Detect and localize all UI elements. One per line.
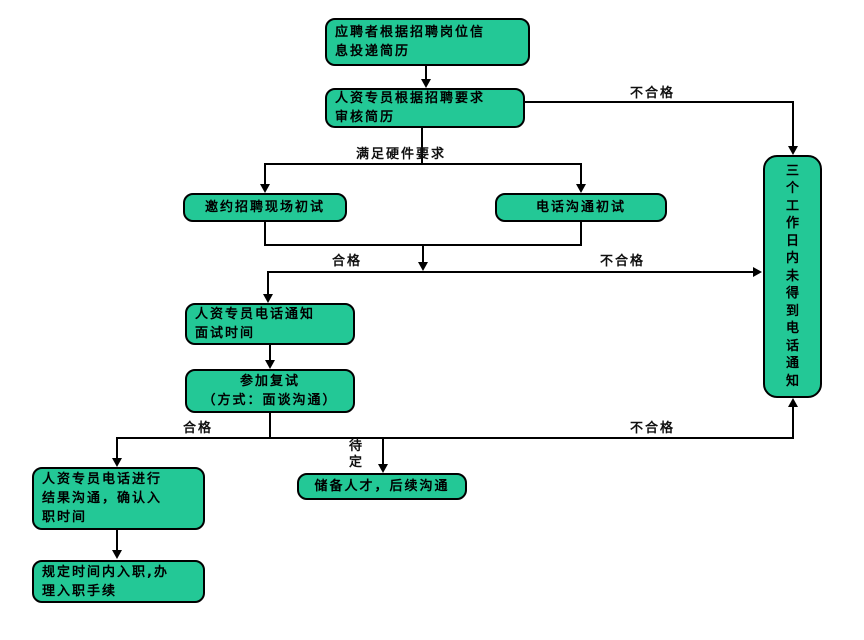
connector-phone-merge (580, 222, 582, 246)
connector-apply-review (425, 66, 427, 80)
node-review-resume-label: 人资专员根据招聘要求 审核简历 (335, 91, 486, 125)
arrowhead-decision1-notify (263, 294, 273, 303)
node-phone-first-interview-label: 电话沟通初试 (535, 200, 626, 215)
edge-label-unqualified-mid: 不合格 (600, 254, 646, 269)
connector-decision1-h (267, 271, 753, 273)
arrowhead-branch-left (260, 184, 270, 193)
connector-second-decision2 (269, 413, 271, 439)
connector-review-branch (421, 128, 423, 165)
edge-label-pending: 待定 (348, 439, 362, 470)
connector-decision2-talent (382, 437, 384, 465)
arrowhead-result-onboard (112, 550, 122, 559)
node-result-communication-label: 人资专员电话进行 结果沟通，确认入 职时间 (42, 472, 163, 525)
node-submit-resume-label: 应聘者根据招聘岗位信 息投递简历 (335, 25, 486, 59)
edge-label-qualified-mid: 合格 (332, 254, 363, 269)
arrowhead-decision2-nonotice (788, 398, 798, 407)
node-no-phone-notice-label: 三个工作日内未得到电话通知 (785, 163, 799, 389)
connector-decision2-nonotice (792, 406, 794, 439)
edge-label-unqualified-top: 不合格 (630, 86, 676, 101)
arrowhead-branch-right (576, 184, 586, 193)
edge-label-qualified-bottom: 合格 (183, 421, 214, 436)
node-second-interview: 参加复试 （方式：面谈沟通） (185, 369, 355, 413)
node-talent-pool-label: 储备人才，后续沟通 (314, 479, 450, 494)
connector-branch-top (264, 163, 582, 165)
node-onsite-first-interview: 邀约招聘现场初试 (183, 193, 347, 222)
arrowhead-decision2-result (112, 458, 122, 467)
arrowhead-apply-review (421, 79, 431, 88)
node-onboarding: 规定时间内入职,办 理入职手续 (32, 560, 205, 603)
edge-label-meets-requirements: 满足硬件要求 (356, 147, 447, 162)
connector-merge-h (264, 244, 582, 246)
arrowhead-decision1-nonotice (753, 267, 762, 277)
edge-label-unqualified-bottom: 不合格 (630, 421, 676, 436)
arrowhead-merge-down (418, 262, 428, 271)
connector-branch-left (264, 163, 266, 184)
node-review-resume: 人资专员根据招聘要求 审核简历 (325, 88, 525, 128)
node-no-phone-notice: 三个工作日内未得到电话通知 (763, 155, 822, 398)
node-onsite-first-interview-label: 邀约招聘现场初试 (204, 200, 325, 215)
connector-notify-second (269, 345, 271, 361)
node-phone-first-interview: 电话沟通初试 (495, 193, 667, 222)
arrowhead-review-nonotice (788, 146, 798, 155)
node-submit-resume: 应聘者根据招聘岗位信 息投递简历 (325, 18, 530, 66)
arrowhead-notify-second (265, 360, 275, 369)
connector-review-nonotice-h (524, 101, 794, 103)
connector-result-onboard (116, 530, 118, 551)
node-notify-interview-time: 人资专员电话通知 面试时间 (185, 303, 355, 345)
node-second-interview-label: 参加复试 （方式：面谈沟通） (202, 374, 338, 408)
connector-review-nonotice-v (792, 101, 794, 146)
connector-decision2-result (116, 437, 118, 459)
connector-decision2-h (116, 437, 794, 439)
connector-merge-down (422, 246, 424, 263)
connector-decision1-notify (267, 271, 269, 294)
node-talent-pool: 储备人才，后续沟通 (297, 473, 467, 500)
node-result-communication: 人资专员电话进行 结果沟通，确认入 职时间 (32, 467, 205, 530)
connector-branch-right (580, 163, 582, 184)
node-notify-interview-time-label: 人资专员电话通知 面试时间 (195, 307, 316, 341)
arrowhead-decision2-talent (378, 464, 388, 473)
connector-onsite-merge (264, 222, 266, 246)
node-onboarding-label: 规定时间内入职,办 理入职手续 (42, 564, 169, 599)
